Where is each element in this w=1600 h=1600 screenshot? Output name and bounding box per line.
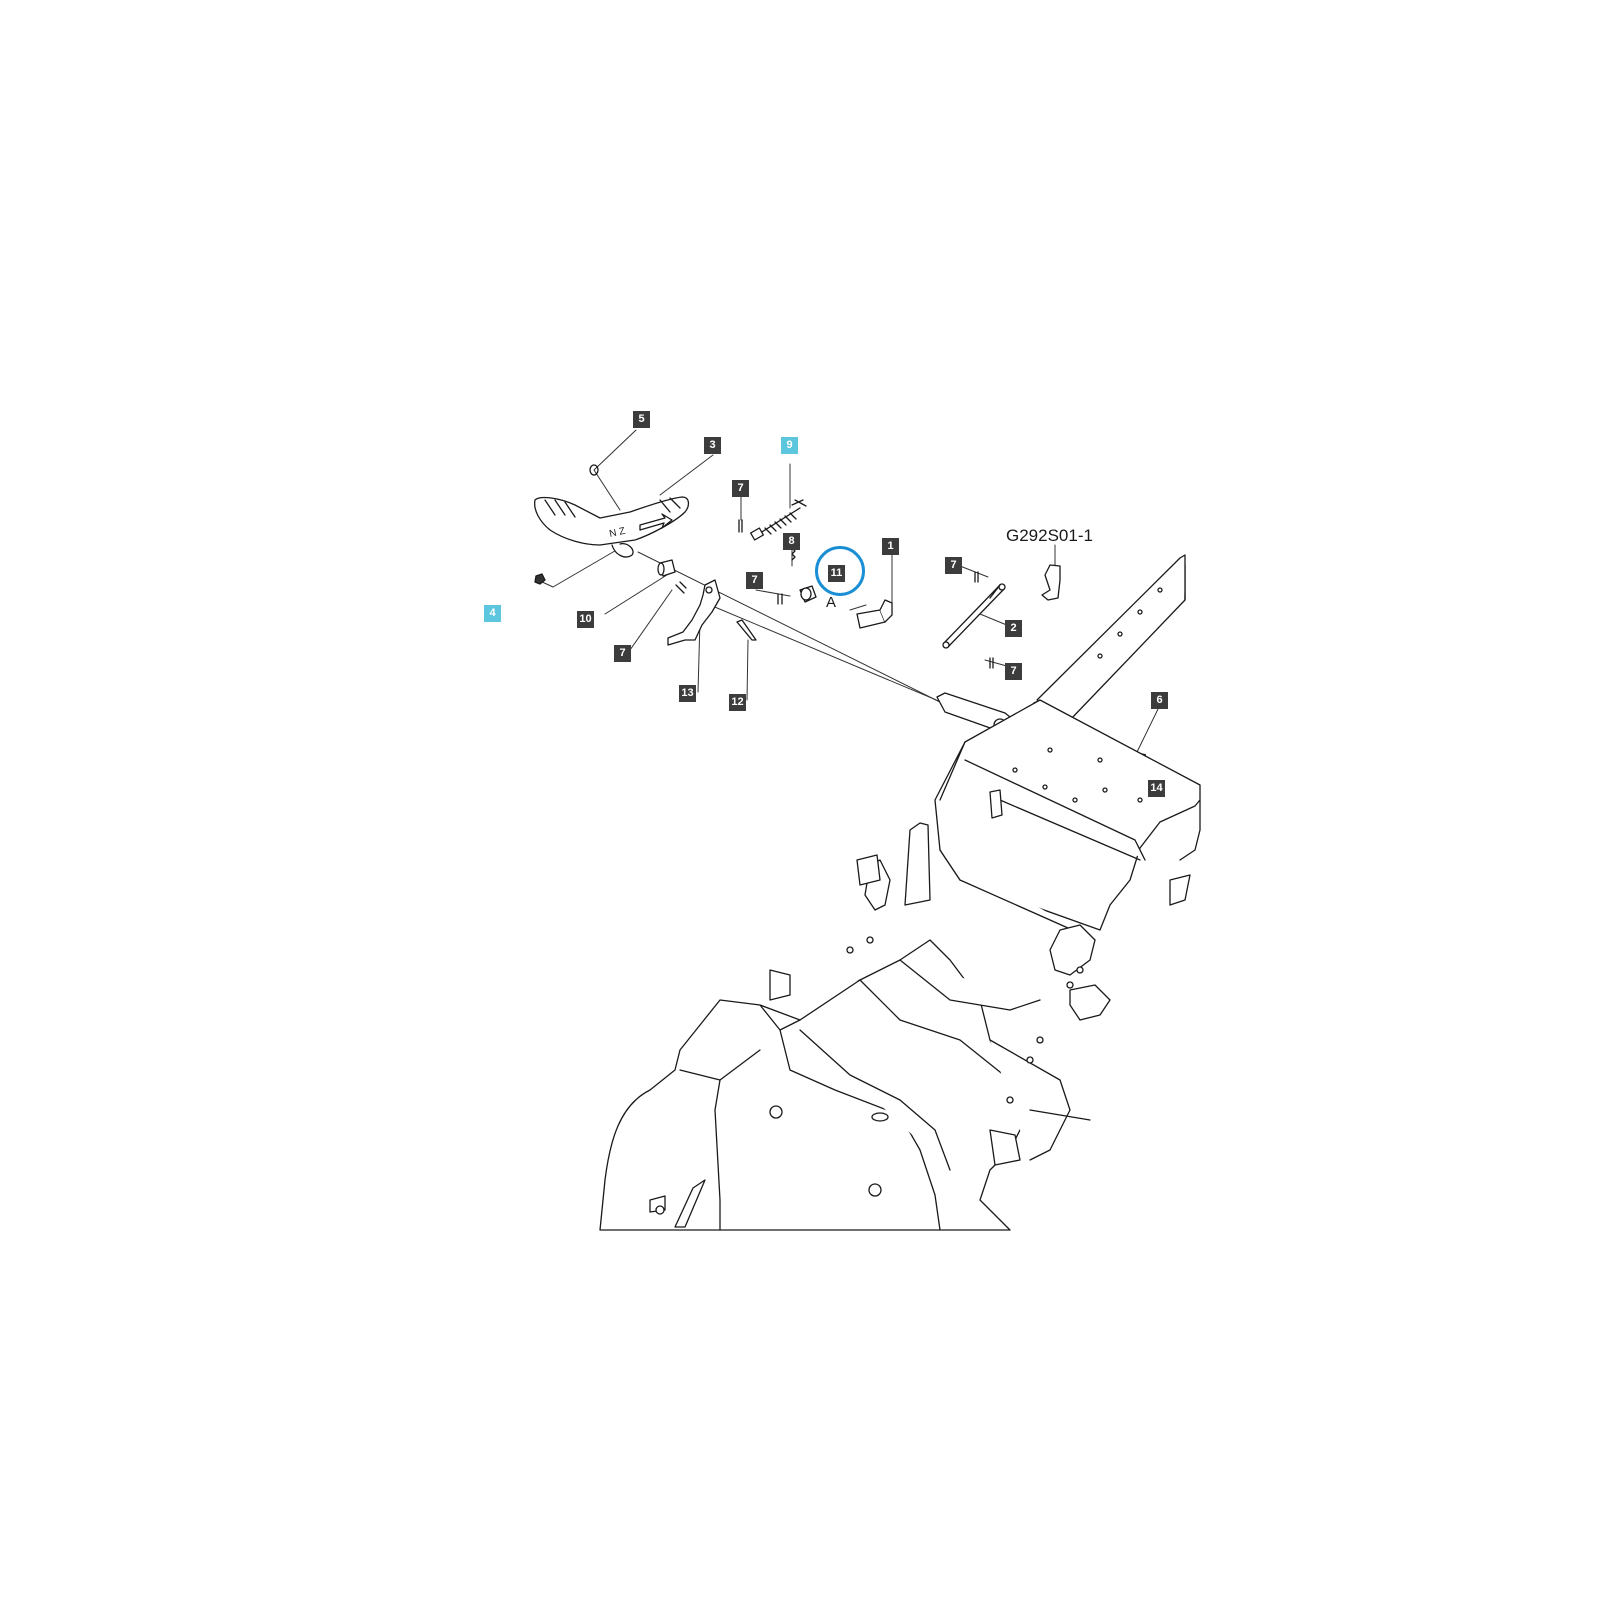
diagram-code: G292S01-1 — [1006, 526, 1093, 545]
callout-1[interactable]: 1 — [882, 538, 899, 555]
callout-6[interactable]: 6 — [1151, 692, 1168, 709]
callout-3[interactable]: 3 — [704, 437, 721, 454]
cotter-pins — [675, 519, 994, 669]
callout-7-middle[interactable]: 7 — [746, 572, 763, 589]
focus-ring — [815, 546, 865, 596]
spring-part — [750, 499, 807, 541]
callout-5[interactable]: 5 — [633, 411, 650, 428]
callout-12[interactable]: 12 — [729, 694, 746, 711]
lower-chassis — [599, 854, 1091, 1231]
bushing-part — [657, 559, 676, 577]
callout-7-left[interactable]: 7 — [614, 645, 631, 662]
callout-7-right-upper[interactable]: 7 — [945, 557, 962, 574]
bracket-part — [667, 579, 721, 646]
leader-lines — [539, 429, 1161, 789]
callout-4[interactable]: 4 — [484, 605, 501, 622]
svg-text:N Z: N Z — [608, 526, 626, 540]
lever-part — [799, 585, 817, 603]
callout-2[interactable]: 2 — [1005, 620, 1022, 637]
bolt-part — [534, 573, 546, 585]
callout-7-upper[interactable]: 7 — [732, 480, 749, 497]
callout-8[interactable]: 8 — [783, 533, 800, 550]
callout-11[interactable]: 11 — [828, 565, 845, 582]
pivot-part — [856, 599, 893, 629]
pedal-part: N Z — [534, 496, 690, 558]
view-letter: A — [826, 594, 837, 611]
callout-10[interactable]: 10 — [577, 611, 594, 628]
rod-part — [942, 583, 1006, 649]
callout-13[interactable]: 13 — [679, 685, 696, 702]
link-part — [736, 619, 757, 641]
callout-9[interactable]: 9 — [781, 437, 798, 454]
upper-bracket — [1041, 564, 1061, 601]
callout-14[interactable]: 14 — [1148, 780, 1165, 797]
callout-7-right-lower[interactable]: 7 — [1005, 663, 1022, 680]
